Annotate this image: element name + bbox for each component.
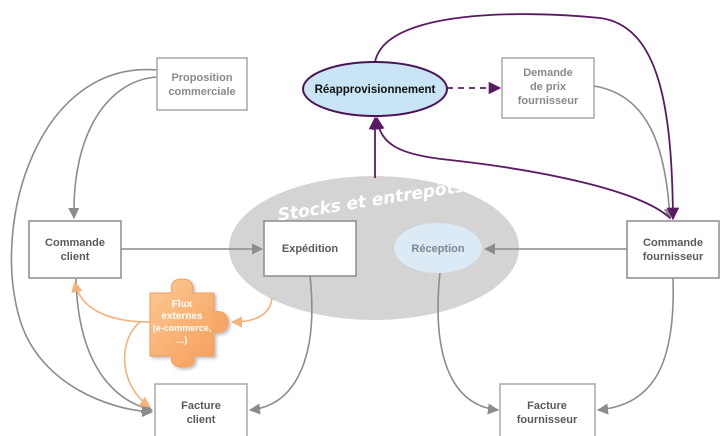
- commande-fournisseur-line2: fournisseur: [643, 251, 704, 263]
- facture-client-line1: Facture: [181, 400, 221, 412]
- facture-fournisseur-line1: Facture: [527, 400, 567, 412]
- node-demande-prix-fournisseur[interactable]: Demande de prix fournisseur: [501, 57, 595, 119]
- demande-line1: Demande: [523, 67, 573, 79]
- node-flux-externes[interactable]: Flux externes (e-commerce, ...): [149, 278, 229, 368]
- reception-label: Réception: [411, 243, 464, 255]
- arrow-reappro-to-commande-fourn: [374, 13, 680, 221]
- arrow-proposition-to-facture: [10, 68, 158, 418]
- commande-fournisseur-line1: Commande: [643, 237, 703, 249]
- flux-line3: (e-commerce,: [153, 323, 212, 333]
- facture-fournisseur-line2: fournisseur: [517, 414, 578, 426]
- arrow-commande-fourn-to-reappro: [371, 116, 671, 219]
- arrow-flux-to-commande: [71, 280, 151, 323]
- arrow-commande-fourn-to-facture-fourn: [596, 277, 675, 415]
- commande-client-line1: Commande: [45, 237, 105, 249]
- storage-zone: [229, 176, 519, 320]
- flux-line2: externes: [161, 311, 203, 322]
- node-reapprovisionnement[interactable]: Réapprovisionnement: [302, 61, 448, 117]
- node-proposition-commerciale[interactable]: Proposition commerciale: [156, 57, 248, 111]
- arrow-demande-to-commande-fourn: [593, 85, 676, 221]
- arrow-proposition-to-commande: [68, 76, 158, 220]
- node-reception[interactable]: Réception: [394, 223, 482, 273]
- arrow-expedition-to-facture: [248, 275, 313, 415]
- arrow-reception-to-facture-fourn: [437, 271, 500, 415]
- commande-client-line2: client: [61, 251, 90, 263]
- node-facture-fournisseur[interactable]: Facture fournisseur: [499, 383, 596, 436]
- node-commande-fournisseur[interactable]: Commande fournisseur: [626, 220, 720, 279]
- demande-line2: de prix: [530, 81, 567, 93]
- expedition-label: Expédition: [282, 243, 339, 255]
- puzzle-piece-icon: [149, 278, 229, 368]
- arrow-stocks-to-flux: [230, 297, 273, 328]
- reapprovisionnement-label: Réapprovisionnement: [315, 84, 436, 96]
- proposition-line1: Proposition: [171, 72, 232, 84]
- arrow-flux-to-facture: [123, 321, 151, 408]
- node-commande-client[interactable]: Commande client: [28, 220, 122, 279]
- facture-client-line2: client: [187, 414, 216, 426]
- arrow-commande-to-facture: [75, 278, 154, 414]
- flux-line4: ...): [177, 335, 188, 345]
- proposition-line2: commerciale: [168, 86, 235, 98]
- node-facture-client[interactable]: Facture client: [154, 383, 248, 436]
- flux-line1: Flux: [172, 299, 193, 310]
- node-expedition[interactable]: Expédition: [263, 220, 357, 277]
- demande-line3: fournisseur: [518, 95, 579, 107]
